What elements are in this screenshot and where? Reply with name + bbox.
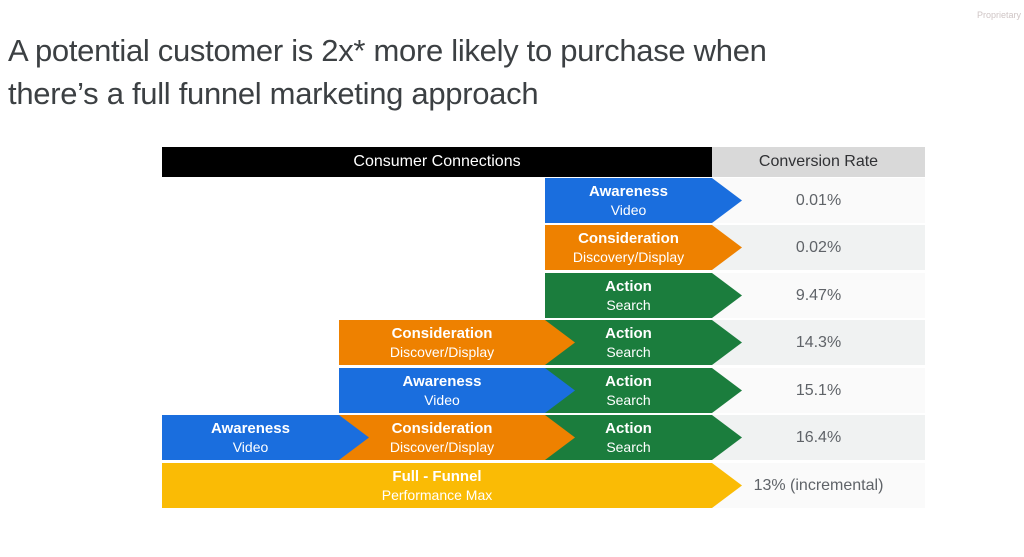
stage-label: Consideration (578, 230, 679, 247)
stage-label: Consideration (391, 325, 493, 342)
funnel-row-2: 0.02% Consideration Discovery/Display (162, 224, 925, 271)
channel-label: Discovery/Display (572, 249, 685, 265)
segment-consideration-discover-display: Consideration Discover/Display (339, 320, 575, 365)
channel-label: Discover/Display (389, 344, 495, 360)
funnel-row-4: 14.3% Consideration Discover/Display Act… (162, 319, 925, 366)
funnel-row-6: 16.4% Awareness Video Consideration Disc… (162, 414, 925, 461)
channel-label: Video (610, 202, 647, 218)
funnel-row-7: 13% (incremental) Full - Funnel Performa… (162, 462, 925, 509)
channel-label: Performance Max (381, 487, 493, 503)
funnel-conversion-table: Consumer Connections Conversion Rate 0.0… (162, 147, 925, 509)
channel-label: Discover/Display (389, 439, 495, 455)
segment-consideration-discovery-display: Consideration Discovery/Display (545, 225, 742, 270)
channel-label: Search (606, 344, 651, 360)
proprietary-label: Proprietary (976, 10, 1021, 20)
channel-label: Search (606, 392, 651, 408)
segment-awareness-video: Awareness Video (545, 178, 742, 223)
stage-label: Action (605, 278, 652, 295)
segment-awareness-video: Awareness Video (162, 415, 369, 460)
stage-label: Action (605, 373, 652, 390)
segment-awareness-video: Awareness Video (339, 368, 575, 413)
conversion-rate-value: 9.47% (712, 273, 925, 318)
funnel-row-5: 15.1% Awareness Video Action Search (162, 367, 925, 414)
page-title-line1: A potential customer is 2x* more likely … (8, 32, 767, 68)
segment-full-funnel-performance-max: Full - Funnel Performance Max (162, 463, 742, 508)
segment-action-search: Action Search (545, 368, 742, 413)
header-consumer-connections: Consumer Connections (162, 147, 712, 177)
conversion-rate-value: 14.3% (712, 320, 925, 365)
channel-label: Video (232, 439, 269, 455)
stage-label: Awareness (589, 183, 668, 200)
channel-label: Search (606, 439, 651, 455)
conversion-rate-value: 0.02% (712, 225, 925, 270)
segment-action-search: Action Search (545, 273, 742, 318)
conversion-rate-value: 16.4% (712, 415, 925, 460)
stage-label: Consideration (391, 420, 493, 437)
channel-label: Search (606, 297, 651, 313)
page-title-line2: there’s a full funnel marketing approach (8, 75, 539, 111)
stage-label: Action (605, 420, 652, 437)
stage-label: Action (605, 325, 652, 342)
conversion-rate-value: 15.1% (712, 368, 925, 413)
segment-action-search: Action Search (545, 415, 742, 460)
stage-label: Full - Funnel (392, 468, 482, 485)
funnel-row-3: 9.47% Action Search (162, 272, 925, 319)
header-conversion-rate: Conversion Rate (712, 147, 925, 177)
page-title: A potential customer is 2x* more likely … (8, 29, 1008, 115)
funnel-row-1: 0.01% Awareness Video (162, 177, 925, 224)
conversion-rate-value: 13% (incremental) (712, 463, 925, 508)
stage-label: Awareness (211, 420, 290, 437)
channel-label: Video (424, 392, 460, 408)
conversion-rate-value: 0.01% (712, 178, 925, 223)
segment-action-search: Action Search (545, 320, 742, 365)
stage-label: Awareness (402, 373, 482, 390)
segment-consideration-discover-display: Consideration Discover/Display (339, 415, 575, 460)
